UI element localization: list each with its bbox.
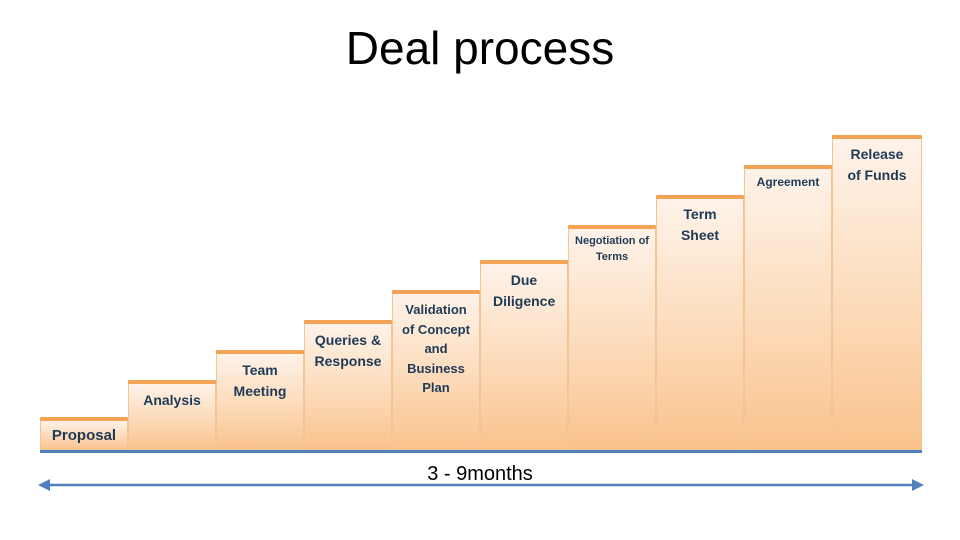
- step-label: Release of Funds: [847, 146, 907, 183]
- step-queries-response: Queries & Response: [304, 320, 392, 450]
- step-cap: [832, 135, 922, 139]
- step-release-of-funds: Release of Funds: [832, 135, 922, 450]
- step-team-meeting: Team Meeting: [216, 350, 304, 450]
- step-label: Analysis: [143, 392, 201, 408]
- step-cap: [128, 380, 216, 384]
- step-cap: [568, 225, 656, 229]
- step-cap: [656, 195, 744, 199]
- step-term-sheet: Term Sheet: [656, 195, 744, 450]
- timeline-baseline: [40, 450, 922, 453]
- page-title: Deal process: [345, 22, 615, 74]
- step-label: Validation of Concept and Business Plan: [402, 302, 470, 395]
- duration-label: 3 - 9months: [427, 463, 533, 485]
- step-label: Queries & Response: [314, 332, 382, 369]
- step-cap: [216, 350, 304, 354]
- step-label: Term Sheet: [680, 206, 720, 243]
- step-cap: [392, 290, 480, 294]
- step-due-diligence: Due Diligence: [480, 260, 568, 450]
- step-cap: [480, 260, 568, 264]
- step-label: Due Diligence: [493, 272, 556, 309]
- step-proposal: Proposal: [40, 417, 128, 450]
- step-label: Negotiation of Terms: [575, 235, 649, 263]
- step-cap: [744, 165, 832, 169]
- step-label: Agreement: [756, 175, 820, 189]
- double-arrow-icon: [38, 479, 924, 491]
- step-label: Proposal: [51, 427, 117, 444]
- step-agreement: Agreement: [744, 165, 832, 450]
- step-label: Team Meeting: [233, 362, 287, 399]
- step-validation: Validation of Concept and Business Plan: [392, 290, 480, 450]
- step-negotiation: Negotiation of Terms: [568, 225, 656, 450]
- step-cap: [40, 417, 128, 421]
- step-analysis: Analysis: [128, 380, 216, 450]
- step-cap: [304, 320, 392, 324]
